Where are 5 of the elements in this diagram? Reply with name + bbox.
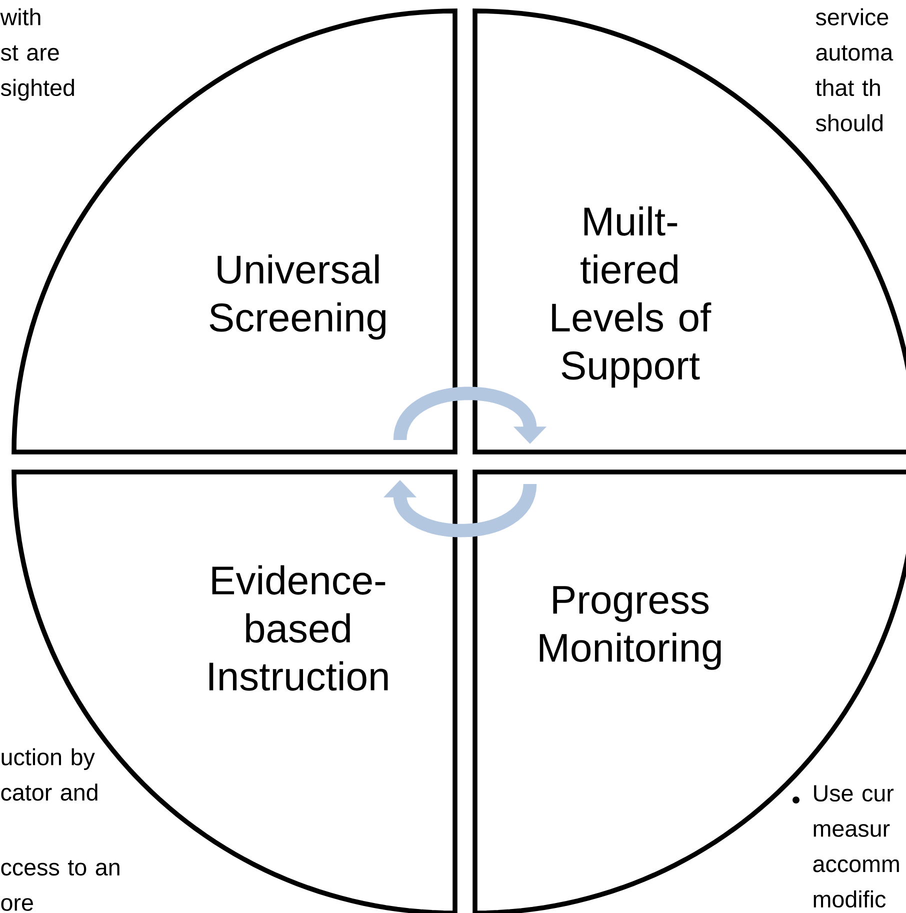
note-text: service automa that th should [816, 8, 894, 132]
note-text: ccess to an ore [1, 860, 120, 911]
note-text: with st are sighted [0, 8, 74, 101]
note-text: uction by cator and [1, 748, 98, 801]
note-text: Use cur measur accomm modific [813, 785, 899, 908]
